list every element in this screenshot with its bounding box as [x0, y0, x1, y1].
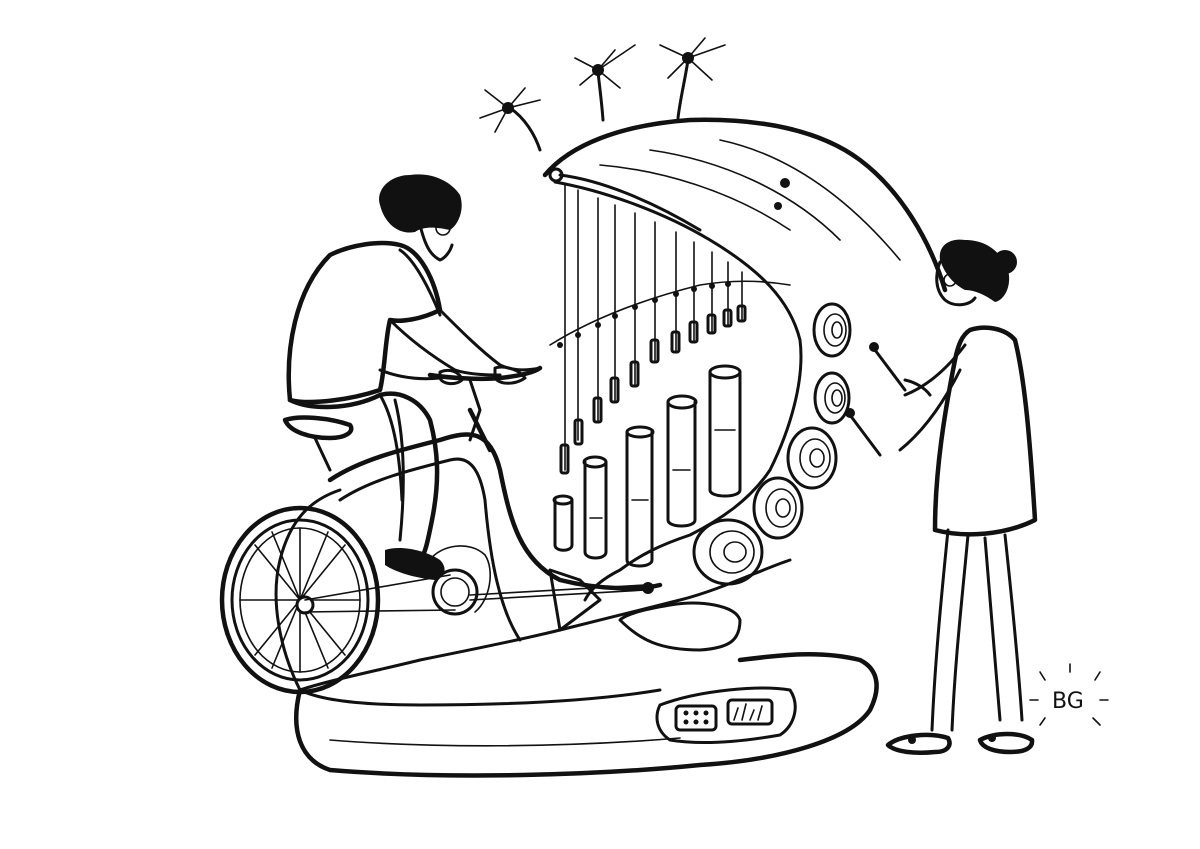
hanging-chimes	[549, 184, 791, 475]
drum-pads	[692, 302, 852, 586]
bike-seat	[282, 415, 354, 472]
drive-chain	[304, 545, 654, 632]
machine-canopy	[542, 117, 948, 602]
sound-tubes	[552, 364, 742, 568]
signature-text: BG	[1052, 689, 1084, 714]
control-panel-meter	[726, 698, 774, 726]
control-panel	[655, 686, 797, 744]
artist-signature: BG	[1029, 663, 1109, 726]
woman-drummer	[845, 239, 1038, 755]
rear-wheel	[219, 505, 381, 695]
machine-antennae	[479, 37, 726, 152]
control-panel-buttons	[674, 704, 718, 732]
bike-handlebars	[427, 365, 543, 442]
man-cyclist	[286, 174, 542, 580]
